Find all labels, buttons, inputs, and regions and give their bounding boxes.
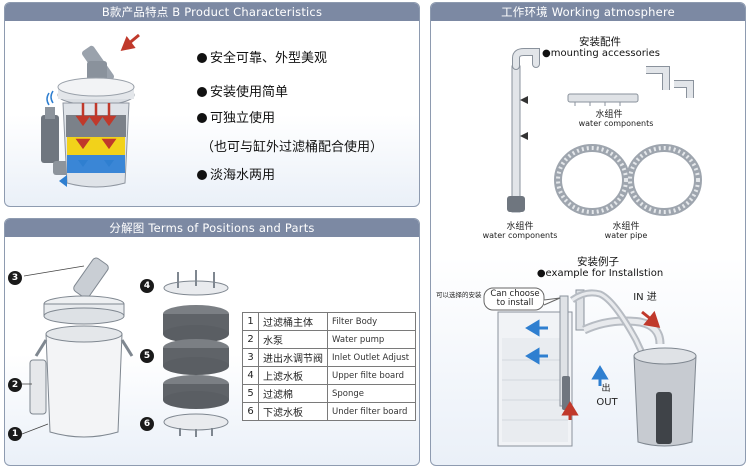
can-choose-label: Can choose to install xyxy=(490,289,540,308)
optional-install-label: 可以选择的安装 xyxy=(436,291,482,299)
callout-6: 6 xyxy=(140,417,154,431)
bullet-icon xyxy=(197,87,207,97)
feature-item: 可独立使用 xyxy=(197,107,275,126)
callout-1: 1 xyxy=(8,427,22,441)
product-characteristics-panel: B款产品特点 B Product Characteristics xyxy=(4,2,420,207)
bullet-icon xyxy=(197,170,207,180)
example-title-cn: 安装例子 xyxy=(577,256,619,268)
out-label-en: OUT xyxy=(596,397,618,408)
water-components-label-en: water components xyxy=(578,119,654,128)
feature-item: （也可与缸外过滤桶配合使用） xyxy=(201,140,384,155)
product-characteristics-header: B款产品特点 B Product Characteristics xyxy=(5,3,419,21)
accessories-title-en: ●mounting accessories xyxy=(542,48,660,59)
out-label-cn: 出 xyxy=(601,384,611,394)
bullet-icon xyxy=(197,53,207,63)
in-label: IN 进 xyxy=(633,292,657,303)
bullet-icon xyxy=(197,113,207,123)
callout-5: 5 xyxy=(140,349,154,363)
water-pipe-label-cn: 水组件 xyxy=(612,222,640,232)
water-components-label-cn-2: 水组件 xyxy=(506,222,534,232)
working-atmosphere-header: 工作环境 Working atmosphere xyxy=(431,3,745,21)
callout-4: 4 xyxy=(140,279,154,293)
feature-item: 安全可靠、外型美观 xyxy=(197,47,327,66)
filter-illustration xyxy=(41,33,140,188)
example-title-en: ●example for Installstion xyxy=(536,268,664,279)
callout-2: 2 xyxy=(8,378,22,392)
water-pipe-label-en: water pipe xyxy=(604,231,648,240)
parts-header: 分解图 Terms of Positions and Parts xyxy=(5,219,419,237)
water-components-label-en-2: water components xyxy=(482,231,558,240)
feature-item: 安装使用简单 xyxy=(197,81,288,100)
feature-item: 淡海水两用 xyxy=(197,164,275,183)
accessories-title-cn: 安装配件 xyxy=(579,36,621,48)
callout-3: 3 xyxy=(8,271,22,285)
water-components-label-cn: 水组件 xyxy=(595,110,623,120)
